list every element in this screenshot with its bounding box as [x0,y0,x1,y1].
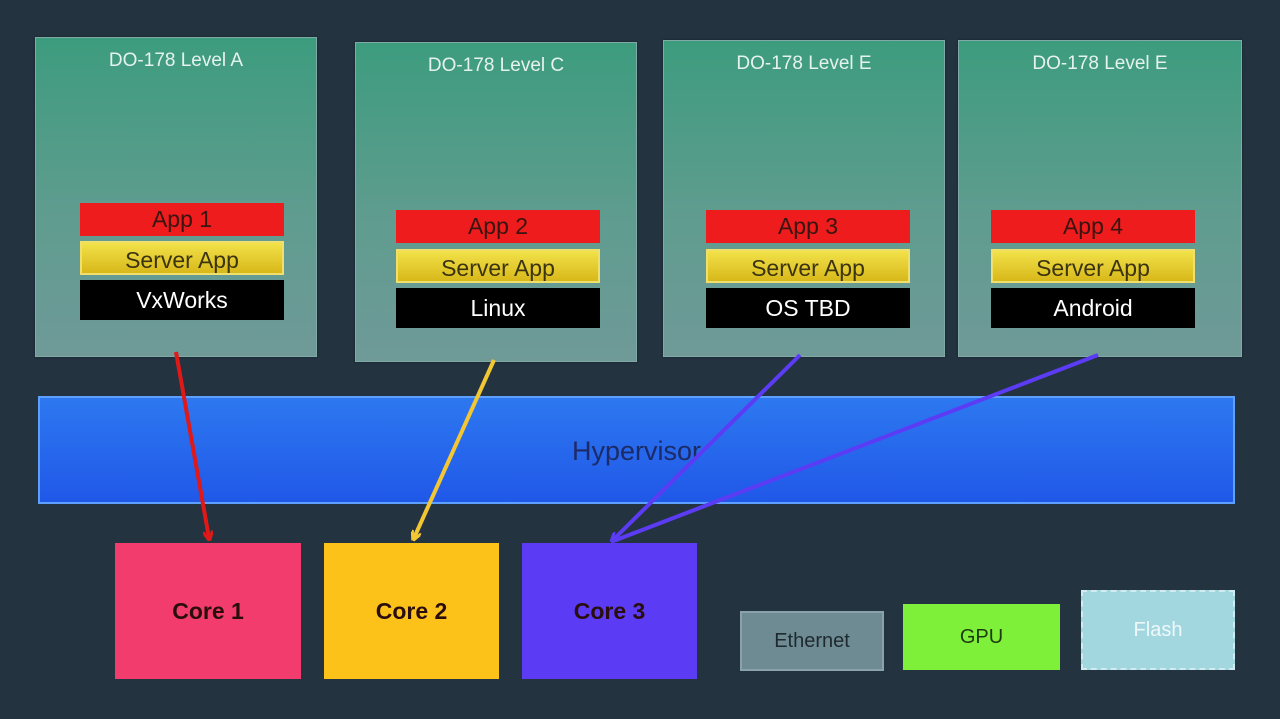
partition-level-label: DO-178 Level A [108,50,244,71]
core-3: Core 3 [522,543,697,679]
ethernet-block: Ethernet [740,611,884,671]
server-app-layer: Server App [991,249,1195,283]
partition-2: DO-178 Level C App 2 Server App Linux [355,42,637,362]
app-layer: App 2 [396,210,600,243]
os-layer: OS TBD [706,288,910,328]
hypervisor-layer: Hypervisor [38,396,1235,504]
app-layer: App 3 [706,210,910,243]
hypervisor-label: Hypervisor [571,436,702,466]
server-app-layer: Server App [80,241,284,275]
partition-level-label: DO-178 Level C [427,55,565,76]
core-1: Core 1 [115,543,301,679]
app-layer: App 4 [991,210,1195,243]
partition-4: DO-178 Level E App 4 Server App Android [958,40,1242,357]
app-layer: App 1 [80,203,284,236]
os-layer: VxWorks [80,280,284,320]
flash-block: Flash [1081,590,1235,670]
os-layer: Android [991,288,1195,328]
gpu-block: GPU [903,604,1060,670]
server-app-layer: Server App [396,249,600,283]
os-layer: Linux [396,288,600,328]
partition-level-label: DO-178 Level E [1032,53,1168,74]
partition-level-label: DO-178 Level E [736,53,872,74]
core-2: Core 2 [324,543,499,679]
partition-1: DO-178 Level A App 1 Server App VxWorks [35,37,317,357]
server-app-layer: Server App [706,249,910,283]
partition-3: DO-178 Level E App 3 Server App OS TBD [663,40,945,357]
